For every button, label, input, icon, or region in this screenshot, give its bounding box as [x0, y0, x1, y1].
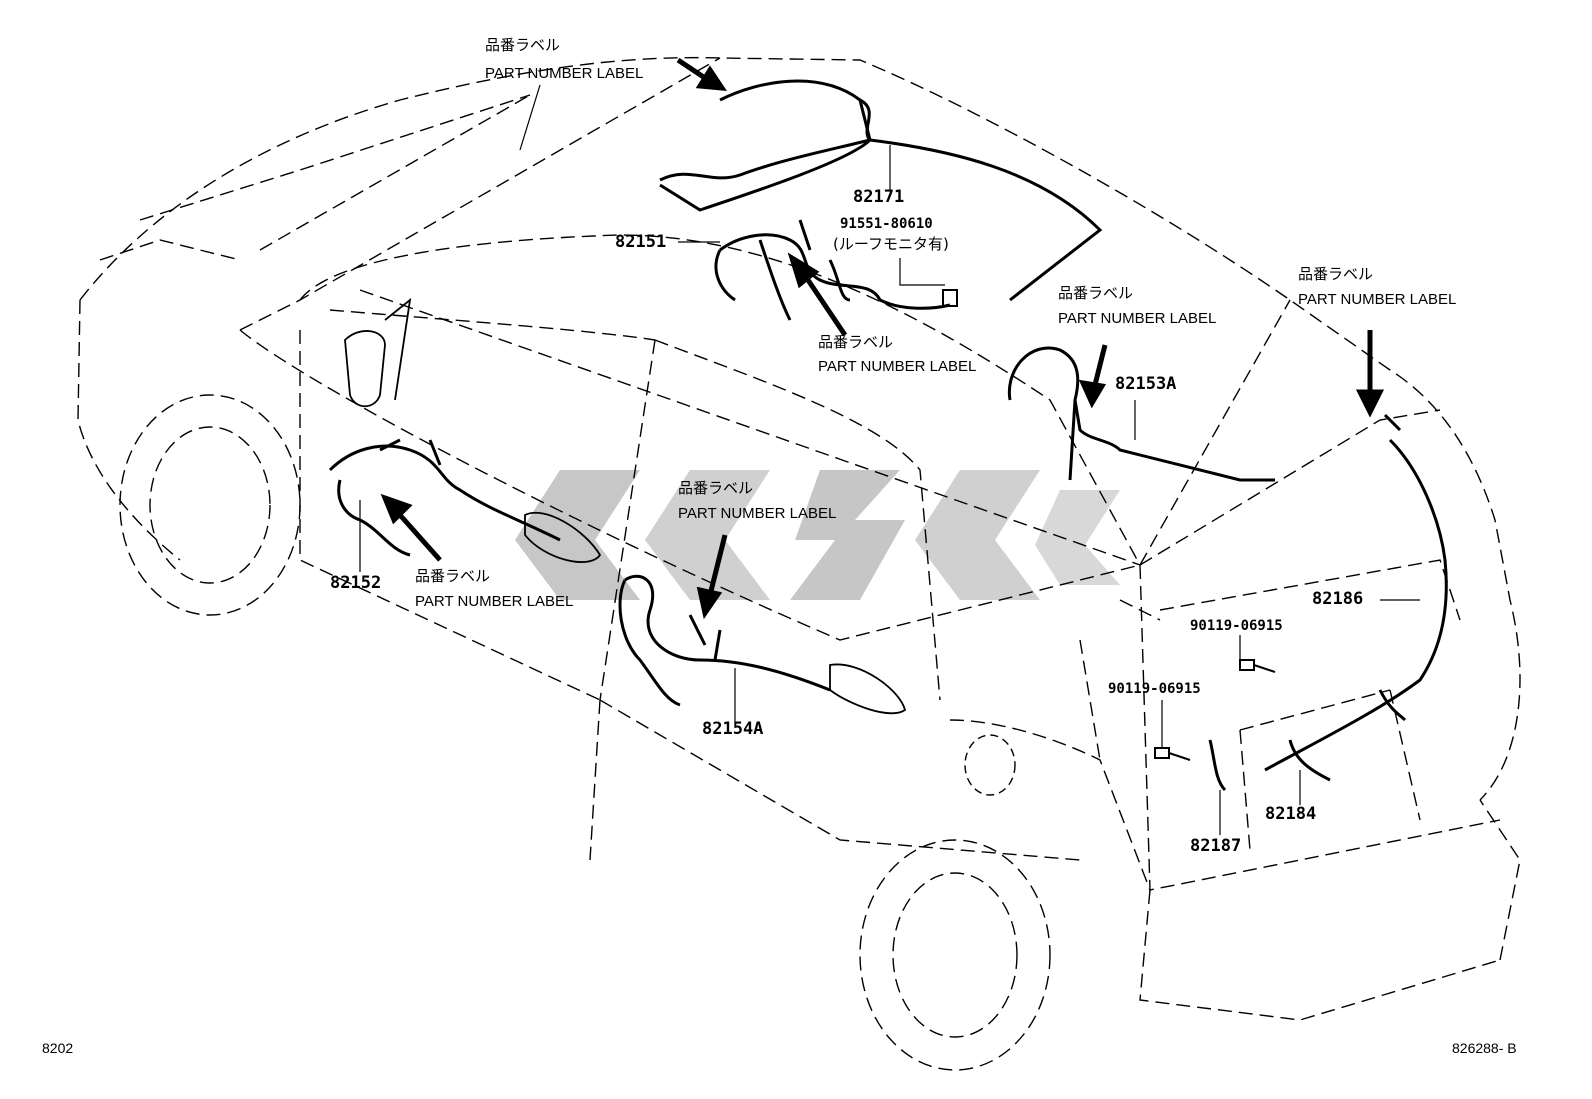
part-number-82171: 82171 [853, 187, 905, 207]
part-number-90119-06915-lower: 90119-06915 [1108, 681, 1201, 697]
label-note-mid-jp: 品番ラベル [1058, 284, 1134, 302]
label-note-rear-door-en: PART NUMBER LABEL [678, 505, 837, 522]
front-wheel [119, 394, 301, 616]
part-number-82186: 82186 [1312, 589, 1364, 609]
part-number-82151: 82151 [615, 232, 667, 252]
label-note-right-jp: 品番ラベル [1298, 265, 1374, 283]
roof-monitor-note: (ルーフモニタ有) [833, 235, 949, 253]
part-number-82153a: 82153A [1115, 374, 1177, 394]
door-handles [524, 512, 907, 715]
label-note-front-door-jp: 品番ラベル [415, 567, 491, 585]
label-note-right-en: PART NUMBER LABEL [1298, 291, 1457, 308]
rear-quarter-harness [1007, 346, 1275, 482]
label-note-rear-door-jp: 品番ラベル [678, 479, 754, 497]
roof-wire-harness [659, 79, 1103, 302]
part-number-82154a: 82154A [702, 719, 764, 739]
label-note-top-left-jp: 品番ラベル [485, 36, 561, 54]
part-number-82184: 82184 [1265, 804, 1317, 824]
part-number-91551-80610: 91551-80610 [840, 216, 933, 232]
watermark-logo [515, 470, 1120, 600]
rear-wheel [859, 839, 1051, 1071]
label-arrows [380, 57, 1385, 620]
label-note-front-door-en: PART NUMBER LABEL [415, 593, 574, 610]
fuel-lid [964, 734, 1016, 796]
roof-monitor-connector [942, 289, 958, 307]
label-note-top-left-en: PART NUMBER LABEL [485, 65, 644, 82]
side-mirror [344, 297, 412, 408]
vehicle-body-outline [77, 56, 1521, 1021]
illustration-number: 826288- B [1452, 1040, 1517, 1056]
part-number-82187: 82187 [1190, 836, 1242, 856]
label-note-roof-en: PART NUMBER LABEL [818, 358, 977, 375]
diagram-section-code: 8202 [42, 1040, 74, 1056]
part-number-90119-06915-upper: 90119-06915 [1190, 618, 1283, 634]
roof-front-harness [714, 219, 951, 321]
leader-lines [359, 84, 1420, 835]
label-note-mid-en: PART NUMBER LABEL [1058, 310, 1217, 327]
label-note-roof-jp: 品番ラベル [818, 333, 894, 351]
bolts [1154, 659, 1276, 761]
part-number-82152: 82152 [330, 573, 382, 593]
rear-door-harness [618, 574, 831, 707]
back-door-harness [1208, 413, 1448, 792]
